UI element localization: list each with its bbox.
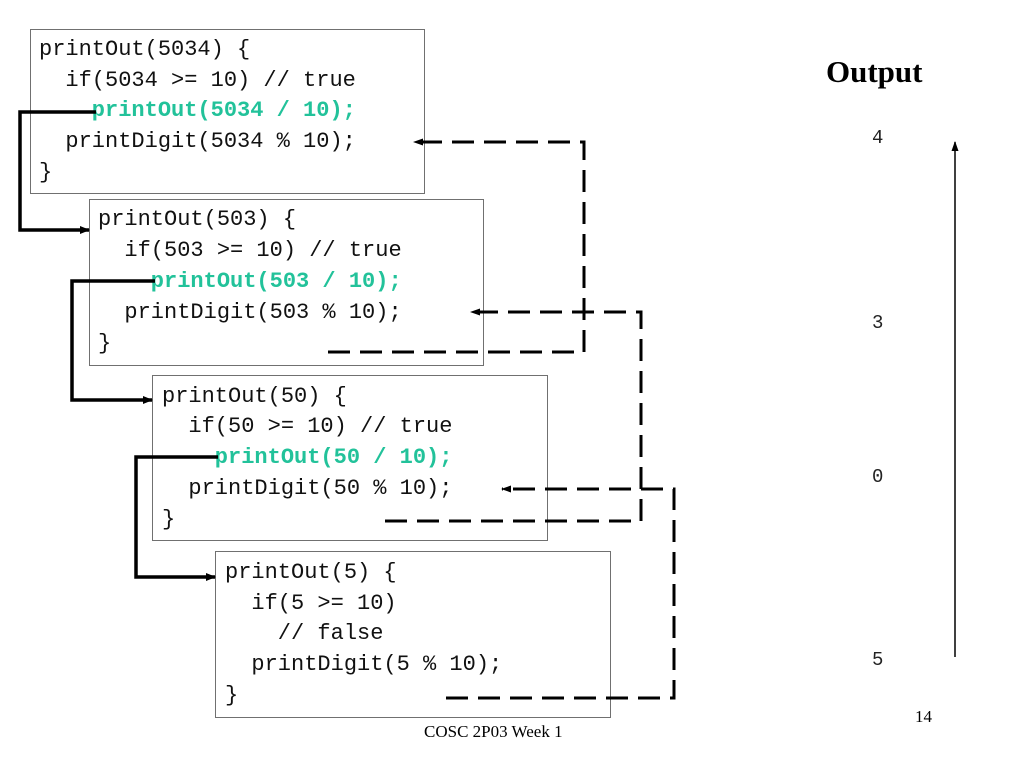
code-line: }: [39, 160, 53, 185]
call-arrow-5034-to-503: [18, 110, 96, 234]
code-line: printDigit(5 % 10);: [225, 652, 503, 677]
code-line: printOut(503) {: [98, 207, 297, 232]
output-digit: 0: [872, 466, 884, 488]
page-number: 14: [915, 707, 932, 726]
return-arrow-5-to-50: [446, 485, 676, 700]
code-line: printDigit(503 % 10);: [98, 300, 402, 325]
code-line: // false: [225, 621, 384, 646]
output-digit: 5: [872, 649, 884, 671]
output-digit: 3: [872, 312, 884, 334]
code-line: }: [98, 331, 112, 356]
code-line: printDigit(50 % 10);: [162, 476, 453, 501]
return-arrow-503-to-5034: [328, 138, 586, 354]
footer-course: COSC 2P03 Week 1: [424, 722, 563, 741]
code-line: printDigit(5034 % 10);: [39, 129, 356, 154]
recursive-call-line: printOut(50 / 10);: [162, 445, 453, 470]
code-line: if(5 >= 10): [225, 591, 397, 616]
code-line: }: [225, 683, 239, 708]
code-line: if(50 >= 10) // true: [162, 414, 453, 439]
recursive-call-line: printOut(503 / 10);: [98, 269, 402, 294]
recursive-call-line: printOut(5034 / 10);: [39, 98, 356, 123]
code-line: if(5034 >= 10) // true: [39, 68, 356, 93]
stack-frame-printout-503: printOut(503) { if(503 >= 10) // true pr…: [89, 199, 484, 366]
code-line: printOut(50) {: [162, 384, 347, 409]
code-line: if(503 >= 10) // true: [98, 238, 402, 263]
output-title: Output: [826, 54, 923, 89]
stack-frame-printout-5034: printOut(5034) { if(5034 >= 10) // true …: [30, 29, 425, 194]
call-arrow-50-to-5: [134, 455, 218, 581]
call-arrow-503-to-50: [70, 279, 155, 404]
return-arrow-50-to-503: [385, 308, 643, 523]
code-line: printOut(5) {: [225, 560, 397, 585]
stack-frame-printout-5: printOut(5) { if(5 >= 10) // false print…: [215, 551, 611, 718]
output-digit: 4: [872, 127, 884, 149]
code-line: printOut(5034) {: [39, 37, 251, 62]
code-line: }: [162, 507, 176, 532]
